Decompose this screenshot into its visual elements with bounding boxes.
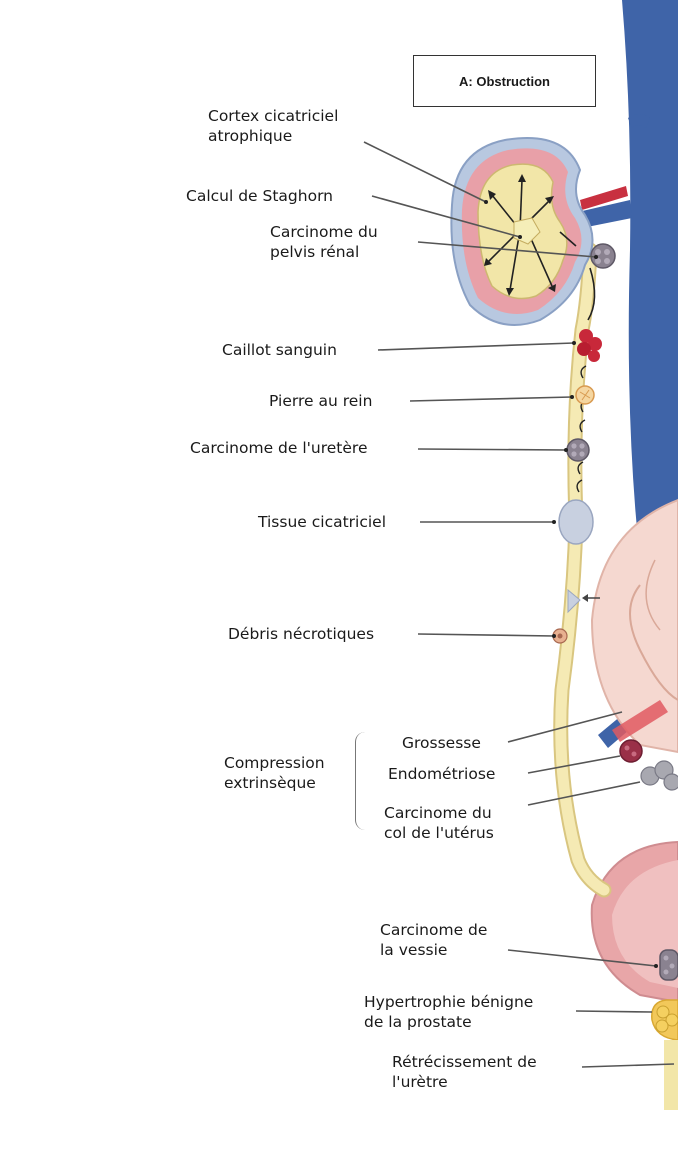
- label-blood-clot: Caillot sanguin: [222, 340, 337, 360]
- pregnant-uterus: [592, 500, 678, 752]
- bladder-carcinoma: [660, 950, 678, 980]
- label-pregnancy: Grossesse: [402, 733, 481, 753]
- label-line: Rétrécissement de: [392, 1052, 537, 1072]
- label-scar-tissue: Tissue cicatriciel: [258, 512, 386, 532]
- ureter-carcinoma: [567, 439, 589, 461]
- label-line: col de l'utérus: [384, 823, 494, 843]
- label-line: pelvis rénal: [270, 242, 378, 262]
- label-line: Carcinome du: [384, 803, 494, 823]
- label-endometriosis: Endométriose: [388, 764, 495, 784]
- label-kidney-stone: Pierre au rein: [269, 391, 372, 411]
- label-line: Carcinome de: [380, 920, 487, 940]
- kidney-stone-in-ureter: [576, 386, 594, 404]
- label-urethral-stricture: Rétrécissement de l'urètre: [392, 1052, 537, 1092]
- label-line: l'urètre: [392, 1072, 537, 1092]
- label-line: Carcinome du: [270, 222, 378, 242]
- compression-brace: [355, 732, 370, 830]
- vena-cava: [622, 0, 678, 560]
- label-bladder-carcinoma: Carcinome de la vessie: [380, 920, 487, 960]
- label-benign-prostatic-hypertrophy: Hypertrophie bénigne de la prostate: [364, 992, 533, 1032]
- label-line: Cortex cicatriciel: [208, 106, 338, 126]
- label-line: Hypertrophie bénigne: [364, 992, 533, 1012]
- label-line: extrinsèque: [224, 773, 325, 793]
- label-line: atrophique: [208, 126, 338, 146]
- diagram-title: A: Obstruction: [459, 74, 550, 89]
- obstruction-title-box: A: Obstruction: [413, 55, 596, 107]
- urethra: [664, 1040, 678, 1110]
- endometriosis-lesion: [620, 740, 642, 762]
- label-atrophic-scarred-cortex: Cortex cicatriciel atrophique: [208, 106, 338, 146]
- label-cervical-carcinoma: Carcinome du col de l'utérus: [384, 803, 494, 843]
- scar-tissue: [559, 500, 593, 544]
- cervical-carcinoma: [641, 761, 678, 790]
- label-necrotic-debris: Débris nécrotiques: [228, 624, 374, 644]
- label-line: la vessie: [380, 940, 487, 960]
- label-ureter-carcinoma: Carcinome de l'uretère: [190, 438, 368, 458]
- label-line: Compression: [224, 753, 325, 773]
- label-staghorn-calculus: Calcul de Staghorn: [186, 186, 333, 206]
- label-line: de la prostate: [364, 1012, 533, 1032]
- label-renal-pelvis-carcinoma: Carcinome du pelvis rénal: [270, 222, 378, 262]
- label-extrinsic-compression: Compression extrinsèque: [224, 753, 325, 793]
